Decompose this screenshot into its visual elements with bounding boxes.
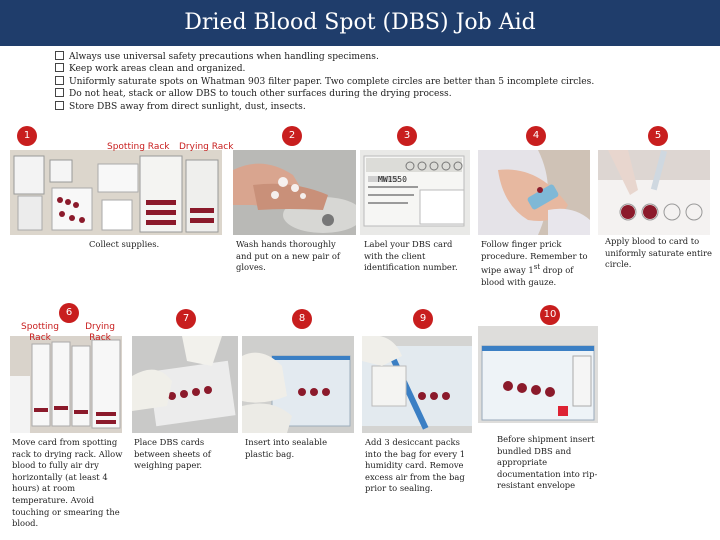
checkbox-icon [55, 51, 64, 60]
step-4-photo [478, 150, 590, 235]
step-8-badge: 8 [292, 309, 312, 329]
step-6-photo [10, 336, 122, 433]
page-title: Dried Blood Spot (DBS) Job Aid [0, 0, 720, 46]
precautions-list: Always use universal safety precautions … [55, 51, 594, 113]
step-4-badge: 4 [526, 126, 546, 146]
step-4-caption: Follow finger prick procedure. Remember … [481, 239, 588, 287]
step-2-badge: 2 [282, 126, 302, 146]
step-9-badge: 9 [413, 309, 433, 329]
checkbox-icon [55, 63, 64, 73]
checkbox-icon [55, 88, 64, 98]
step-5-caption: Apply blood to card to uniformly saturat… [605, 236, 713, 270]
step-2-photo [233, 150, 356, 235]
step-10-badge: 10 [540, 305, 560, 325]
drying-rack-label: Drying Rack [85, 322, 115, 343]
precaution-item: Keep work areas clean and organized. [55, 63, 594, 75]
step-9-photo [362, 336, 472, 433]
step-3-photo: MW1550 [360, 150, 470, 235]
precaution-item: Always use universal safety precautions … [55, 51, 594, 63]
step-10-caption: Before shipment insert bundled DBS and a… [497, 434, 598, 491]
step-1-caption: Collect supplies. [89, 239, 160, 249]
step-10-photo [478, 326, 598, 423]
step-5-photo [598, 150, 710, 235]
checkbox-icon [55, 75, 64, 85]
step-3-caption: Label your DBS card with the client iden… [364, 239, 458, 273]
step-1-photo [10, 150, 222, 235]
drying-rack-label: Drying Rack [179, 142, 234, 152]
step-3-badge: 3 [397, 126, 417, 146]
step-1-badge: 1 [17, 126, 37, 146]
precaution-item: Uniformly saturate spots on Whatman 903 … [55, 75, 594, 88]
step-6-badge: 6 [59, 303, 79, 323]
precaution-item: Do not heat, stack or allow DBS to touch… [55, 88, 594, 100]
step-7-badge: 7 [176, 309, 196, 329]
step-7-photo [132, 336, 238, 433]
step-8-photo [242, 336, 354, 433]
step-6-caption: Move card from spotting rack to drying r… [12, 437, 123, 529]
spotting-rack-label: Spotting Rack [21, 322, 59, 343]
step-8-caption: Insert into sealable plastic bag. [245, 437, 328, 459]
card-id-text: MW1550 [378, 175, 407, 184]
spotting-rack-label: Spotting Rack [107, 142, 170, 152]
checkbox-icon [55, 100, 64, 110]
step-5-badge: 5 [648, 126, 668, 146]
step-2-caption: Wash hands thoroughly and put on a new p… [236, 239, 340, 273]
precaution-item: Store DBS away from direct sunlight, dus… [55, 100, 594, 113]
step-9-caption: Add 3 desiccant packs into the bag for e… [365, 437, 466, 494]
step-7-caption: Place DBS cards between sheets of weighi… [134, 437, 211, 471]
